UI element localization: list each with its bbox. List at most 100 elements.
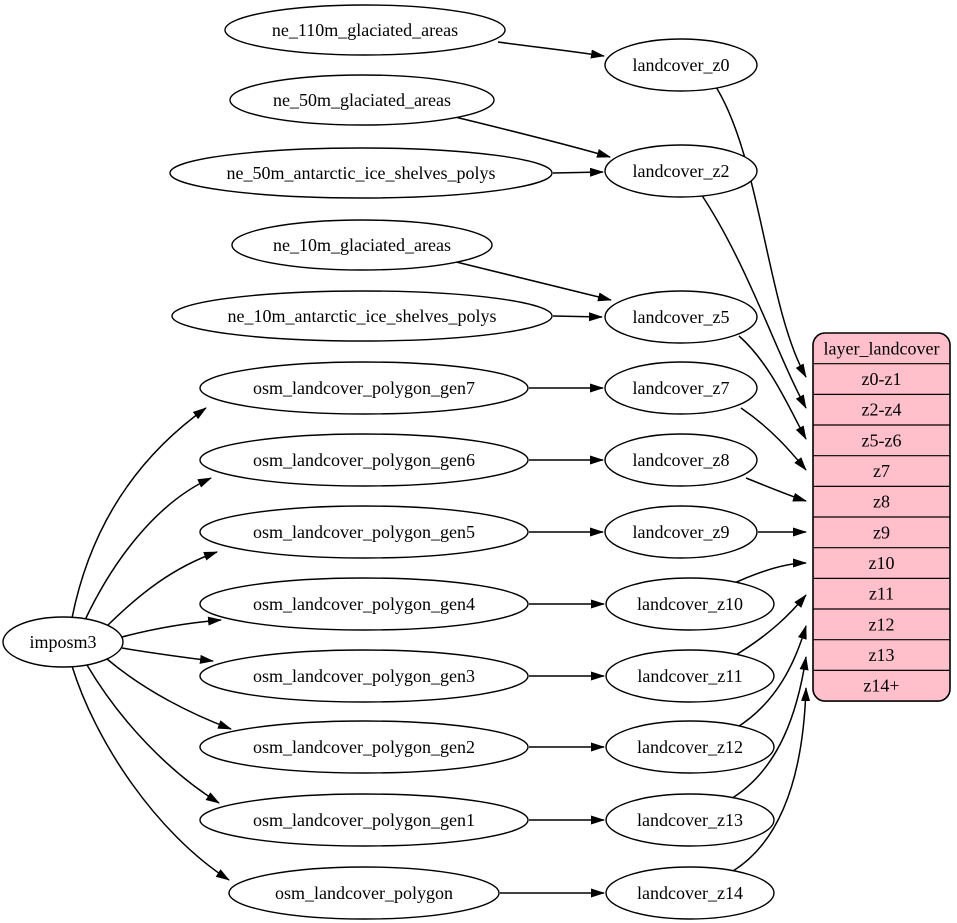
table-row-label-z2-z4: z2-z4 <box>862 400 902 420</box>
edge-imposm3-to-osm_landcover_polygon_gen3 <box>121 647 214 664</box>
table-row-label-z8: z8 <box>873 492 890 512</box>
node-landcover_z13-label: landcover_z13 <box>637 810 743 830</box>
node-osm_landcover_polygon_gen7-label: osm_landcover_polygon_gen7 <box>253 378 475 398</box>
table-header-label: layer_landcover <box>824 338 940 358</box>
node-landcover_z5-label: landcover_z5 <box>633 307 730 327</box>
node-imposm3-label: imposm3 <box>29 632 96 652</box>
node-landcover_z9: landcover_z9 <box>604 505 758 559</box>
node-landcover_z11: landcover_z11 <box>605 649 775 703</box>
edge-imposm3-to-osm_landcover_polygon_gen5 <box>103 551 218 630</box>
node-ne_110m_glaciated_areas-shape <box>224 4 506 56</box>
node-osm_landcover_polygon_gen2-shape <box>199 720 529 774</box>
node-ne_10m_glaciated_areas-shape <box>231 219 493 271</box>
node-landcover_z10-shape <box>605 577 775 631</box>
node-landcover_z10-label: landcover_z10 <box>637 594 743 614</box>
table-row-label-z14-: z14+ <box>863 676 899 696</box>
node-ne_50m_antarctic_ice_shelves_polys: ne_50m_antarctic_ice_shelves_polys <box>169 147 553 199</box>
edge-landcover_z10-to-layer_landcover-z10 <box>727 558 807 587</box>
node-landcover_z9-label: landcover_z9 <box>633 522 730 542</box>
node-osm_landcover_polygon_gen3: osm_landcover_polygon_gen3 <box>199 649 529 703</box>
node-osm_landcover_polygon_gen4-label: osm_landcover_polygon_gen4 <box>253 594 475 614</box>
node-osm_landcover_polygon_gen3-shape <box>199 649 529 703</box>
edge-landcover_z14-to-layer_landcover-z14- <box>732 687 811 872</box>
edge-imposm3-to-osm_landcover_polygon <box>71 665 230 881</box>
node-landcover_z14-shape <box>605 866 775 920</box>
node-osm_landcover_polygon_gen2: osm_landcover_polygon_gen2 <box>199 720 529 774</box>
edge-landcover_z8-to-layer_landcover-z8 <box>745 477 807 502</box>
node-landcover_z14-label: landcover_z14 <box>637 883 743 903</box>
node-landcover_z13-shape <box>605 793 775 847</box>
edge-imposm3-to-osm_landcover_polygon_gen4 <box>121 616 222 638</box>
edge-landcover_z11-to-layer_landcover-z11 <box>733 594 807 657</box>
table-row-label-z12: z12 <box>869 614 895 634</box>
node-landcover_z2-shape <box>604 144 758 198</box>
node-osm_landcover_polygon_gen4: osm_landcover_polygon_gen4 <box>199 577 529 631</box>
node-landcover_z2-label: landcover_z2 <box>633 161 730 181</box>
node-landcover_z11-shape <box>605 649 775 703</box>
node-osm_landcover_polygon_gen5-shape <box>199 505 529 559</box>
node-osm_landcover_polygon_gen1-shape <box>199 793 529 847</box>
node-imposm3-shape <box>2 616 124 668</box>
node-osm_landcover_polygon_gen6: osm_landcover_polygon_gen6 <box>199 433 529 487</box>
node-osm_landcover_polygon_gen7-shape <box>199 361 529 415</box>
edge-landcover_z0-to-layer_landcover-z0-z1 <box>715 86 807 378</box>
node-landcover_z8: landcover_z8 <box>604 433 758 487</box>
node-landcover_z14: landcover_z14 <box>605 866 775 920</box>
table-row-label-z11: z11 <box>869 584 894 604</box>
node-landcover_z10: landcover_z10 <box>605 577 775 631</box>
node-ne_50m_glaciated_areas-shape <box>229 74 495 126</box>
edge-imposm3-to-osm_landcover_polygon_gen6 <box>84 477 212 621</box>
edge-imposm3-to-osm_landcover_polygon_gen1 <box>86 664 220 804</box>
node-ne_10m_antarctic_ice_shelves_polys-label: ne_10m_antarctic_ice_shelves_polys <box>228 306 497 326</box>
edge-ne_50m_glaciated_areas-to-landcover_z2 <box>454 116 611 158</box>
edge-ne_10m_glaciated_areas-to-landcover_z5 <box>451 260 612 302</box>
node-osm_landcover_polygon: osm_landcover_polygon <box>228 866 500 920</box>
node-ne_110m_glaciated_areas-label: ne_110m_glaciated_areas <box>272 20 458 40</box>
edge-imposm3-to-osm_landcover_polygon_gen2 <box>106 658 232 730</box>
node-landcover_z7: landcover_z7 <box>604 361 758 415</box>
edge-landcover_z7-to-layer_landcover-z7 <box>740 407 807 471</box>
table-row-label-z13: z13 <box>869 645 895 665</box>
edge-landcover_z13-to-layer_landcover-z13 <box>728 656 809 801</box>
node-ne_110m_glaciated_areas: ne_110m_glaciated_areas <box>224 4 506 56</box>
node-osm_landcover_polygon_gen4-shape <box>199 577 529 631</box>
node-landcover_z11-label: landcover_z11 <box>637 666 742 686</box>
node-ne_50m_glaciated_areas-label: ne_50m_glaciated_areas <box>273 90 451 110</box>
node-landcover_z7-label: landcover_z7 <box>633 378 730 398</box>
node-ne_10m_glaciated_areas-label: ne_10m_glaciated_areas <box>273 235 451 255</box>
node-landcover_z12-shape <box>605 720 775 774</box>
edge-ne_50m_antarctic_ice_shelves_polys-to-landcover_z2 <box>552 167 604 177</box>
node-osm_landcover_polygon_gen5-label: osm_landcover_polygon_gen5 <box>253 522 475 542</box>
node-osm_landcover_polygon_gen1-label: osm_landcover_polygon_gen1 <box>253 810 475 830</box>
node-osm_landcover_polygon_gen3-label: osm_landcover_polygon_gen3 <box>253 666 475 686</box>
edge-ne_10m_antarctic_ice_shelves_polys-to-landcover_z5 <box>552 312 603 322</box>
node-ne_10m_glaciated_areas: ne_10m_glaciated_areas <box>231 219 493 271</box>
edge-landcover_z5-to-layer_landcover-z5-z6 <box>738 335 807 440</box>
edge-imposm3-to-osm_landcover_polygon_gen7 <box>71 407 207 619</box>
node-ne_10m_antarctic_ice_shelves_polys: ne_10m_antarctic_ice_shelves_polys <box>171 290 553 342</box>
nodes-layer: imposm3 ne_110m_glaciated_areas ne_50m_gla… <box>2 4 775 920</box>
node-ne_50m_antarctic_ice_shelves_polys-label: ne_50m_antarctic_ice_shelves_polys <box>227 163 496 183</box>
node-osm_landcover_polygon-label: osm_landcover_polygon <box>275 883 453 903</box>
table-row-label-z9: z9 <box>873 522 890 542</box>
table-row-label-z5-z6: z5-z6 <box>862 430 902 450</box>
node-landcover_z0-shape <box>604 38 758 92</box>
table-layer_landcover: layer_landcoverz0-z1z2-z4z5-z6z7z8z9z10z… <box>812 332 951 702</box>
node-landcover_z5: landcover_z5 <box>604 290 758 344</box>
node-landcover_z7-shape <box>604 361 758 415</box>
node-osm_landcover_polygon_gen6-label: osm_landcover_polygon_gen6 <box>253 450 475 470</box>
node-landcover_z12: landcover_z12 <box>605 720 775 774</box>
node-ne_10m_antarctic_ice_shelves_polys-shape <box>171 290 553 342</box>
table-row-label-z0-z1: z0-z1 <box>862 369 902 389</box>
node-landcover_z9-shape <box>604 505 758 559</box>
node-landcover_z8-label: landcover_z8 <box>633 450 730 470</box>
node-ne_50m_antarctic_ice_shelves_polys-shape <box>169 147 553 199</box>
node-osm_landcover_polygon_gen1: osm_landcover_polygon_gen1 <box>199 793 529 847</box>
edge-landcover_z12-to-layer_landcover-z12 <box>735 625 807 729</box>
node-landcover_z8-shape <box>604 433 758 487</box>
node-landcover_z0-label: landcover_z0 <box>633 55 730 75</box>
edge-landcover_z2-to-layer_landcover-z2-z4 <box>700 193 807 409</box>
node-osm_landcover_polygon_gen2-label: osm_landcover_polygon_gen2 <box>253 737 475 757</box>
node-ne_50m_glaciated_areas: ne_50m_glaciated_areas <box>229 74 495 126</box>
node-landcover_z12-label: landcover_z12 <box>637 737 743 757</box>
